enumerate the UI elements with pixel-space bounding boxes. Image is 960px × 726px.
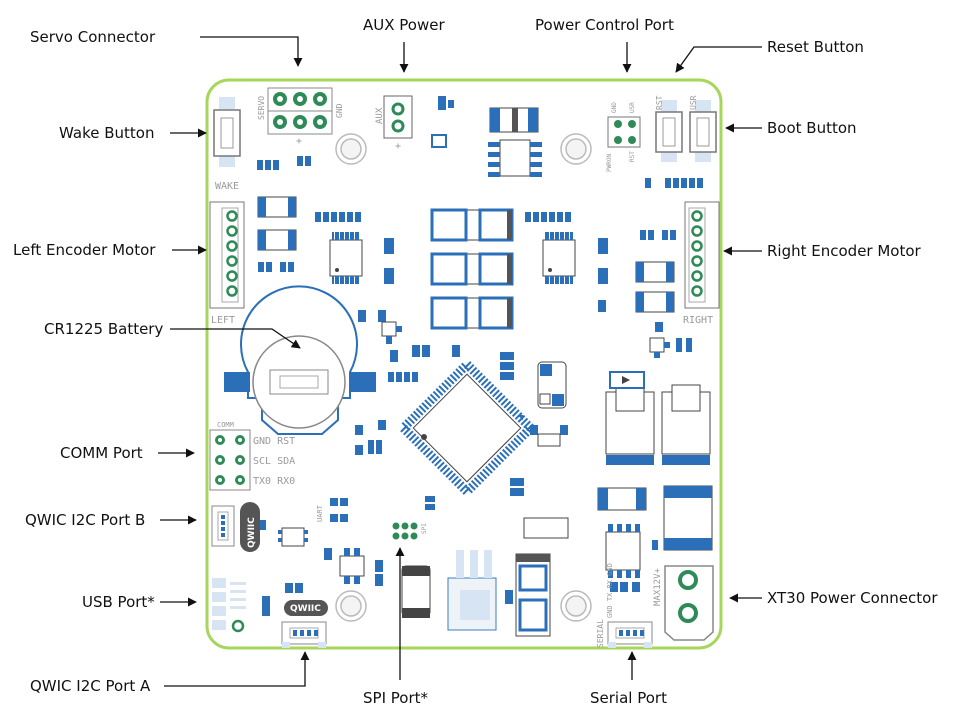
boot-button <box>689 100 717 162</box>
silk-servo-plus: + <box>296 136 302 147</box>
silk-pc-gnd: GND <box>611 102 618 113</box>
regulator-small <box>339 548 365 584</box>
fuse <box>597 487 647 511</box>
label-cr1225-battery: CR1225 Battery <box>44 320 164 338</box>
silk-right: RIGHT <box>683 315 713 326</box>
silk-scl-sda: SCL SDA <box>253 456 295 467</box>
mounting-holes <box>335 133 592 622</box>
right-encoder-connector <box>684 201 720 309</box>
wake-button <box>213 97 241 167</box>
silk-left: LEFT <box>211 315 235 326</box>
silk-gnd-rst: GND RST <box>253 436 295 447</box>
usb-pads <box>212 578 246 633</box>
qwiic-port-b-connector <box>211 502 260 552</box>
motor-driver-right <box>542 232 576 284</box>
silk-comm: COMM <box>217 421 234 429</box>
silk-pc-pwron: PWRON <box>606 154 613 172</box>
label-serial-port: Serial Port <box>590 689 667 707</box>
inductor <box>401 565 431 618</box>
label-qwic-port-a: QWIC I2C Port A <box>30 677 151 695</box>
silk-servo: SERVO <box>257 96 266 120</box>
silk-tx0-rx0: TX0 RX0 <box>253 476 295 487</box>
label-boot-button: Boot Button <box>767 119 857 137</box>
mid-cap <box>523 517 569 539</box>
reset-button <box>655 100 683 162</box>
aux-connector <box>383 95 413 139</box>
xt30-connector <box>664 565 714 641</box>
microcontroller <box>396 357 538 499</box>
silk-serial-pins: GND TX RX GND <box>606 563 614 618</box>
label-power-control-port: Power Control Port <box>535 16 674 34</box>
silk-qwiic-a: QWIIC <box>290 604 321 614</box>
uart-chip <box>278 527 308 547</box>
qwiic-port-a-connector <box>281 600 328 648</box>
power-mosfets <box>605 384 711 465</box>
polyfuse <box>663 485 713 551</box>
serial-connector <box>607 621 653 648</box>
capacitors <box>257 107 675 313</box>
label-servo-connector: Servo Connector <box>30 28 156 46</box>
power-regulator-chip <box>488 139 542 177</box>
label-wake-button: Wake Button <box>59 124 155 142</box>
label-usb-port: USB Port* <box>82 593 155 611</box>
label-right-encoder-motor: Right Encoder Motor <box>767 242 921 260</box>
silk-uart: UART <box>316 504 324 522</box>
small-cap <box>537 433 561 447</box>
arrow-battery <box>170 328 301 349</box>
arrow-servo <box>200 36 303 67</box>
silk-wake: WAKE <box>215 181 239 192</box>
spi-pads <box>392 522 418 540</box>
servo-header <box>267 87 333 135</box>
arrow-qwiic-a <box>164 651 310 687</box>
comm-header <box>209 429 251 491</box>
label-reset-button: Reset Button <box>767 38 864 56</box>
silk-max12v: MAX12V+ <box>653 567 663 606</box>
silk-rst: RST <box>655 95 664 110</box>
callout-arrows <box>158 36 762 687</box>
power-control-header <box>607 116 641 148</box>
silk-pc-rst: RST <box>629 151 636 162</box>
label-qwic-port-b: QWIC I2C Port B <box>25 511 146 529</box>
transistors <box>381 321 692 358</box>
label-comm-port: COMM Port <box>60 444 143 462</box>
silk-pc-usr: USR <box>629 102 636 113</box>
buck-converter <box>447 550 497 631</box>
battery-holder <box>224 285 376 435</box>
big-diode <box>515 553 551 637</box>
silk-usr: USR <box>689 95 698 110</box>
left-encoder-connector <box>209 201 245 309</box>
label-spi-port: SPI Port* <box>363 689 428 707</box>
serial-chip <box>605 524 641 578</box>
motor-driver-left <box>329 232 363 284</box>
shunt-resistors <box>430 208 514 330</box>
silk-serial: SERIAL <box>596 619 605 648</box>
silk-aux: AUX <box>375 107 385 124</box>
silk-spi: SPI <box>421 523 428 534</box>
label-left-encoder-motor: Left Encoder Motor <box>13 241 156 259</box>
crystal <box>537 361 567 409</box>
label-xt30-power-connector: XT30 Power Connector <box>767 589 938 607</box>
silk-qwiic-b: QWIIC <box>247 517 257 548</box>
silk-aux-plus: + <box>395 141 401 152</box>
silk-servo-gnd: GND <box>335 103 344 118</box>
arrow-reset <box>675 46 762 73</box>
label-aux-power: AUX Power <box>363 16 445 34</box>
diode <box>609 371 645 389</box>
